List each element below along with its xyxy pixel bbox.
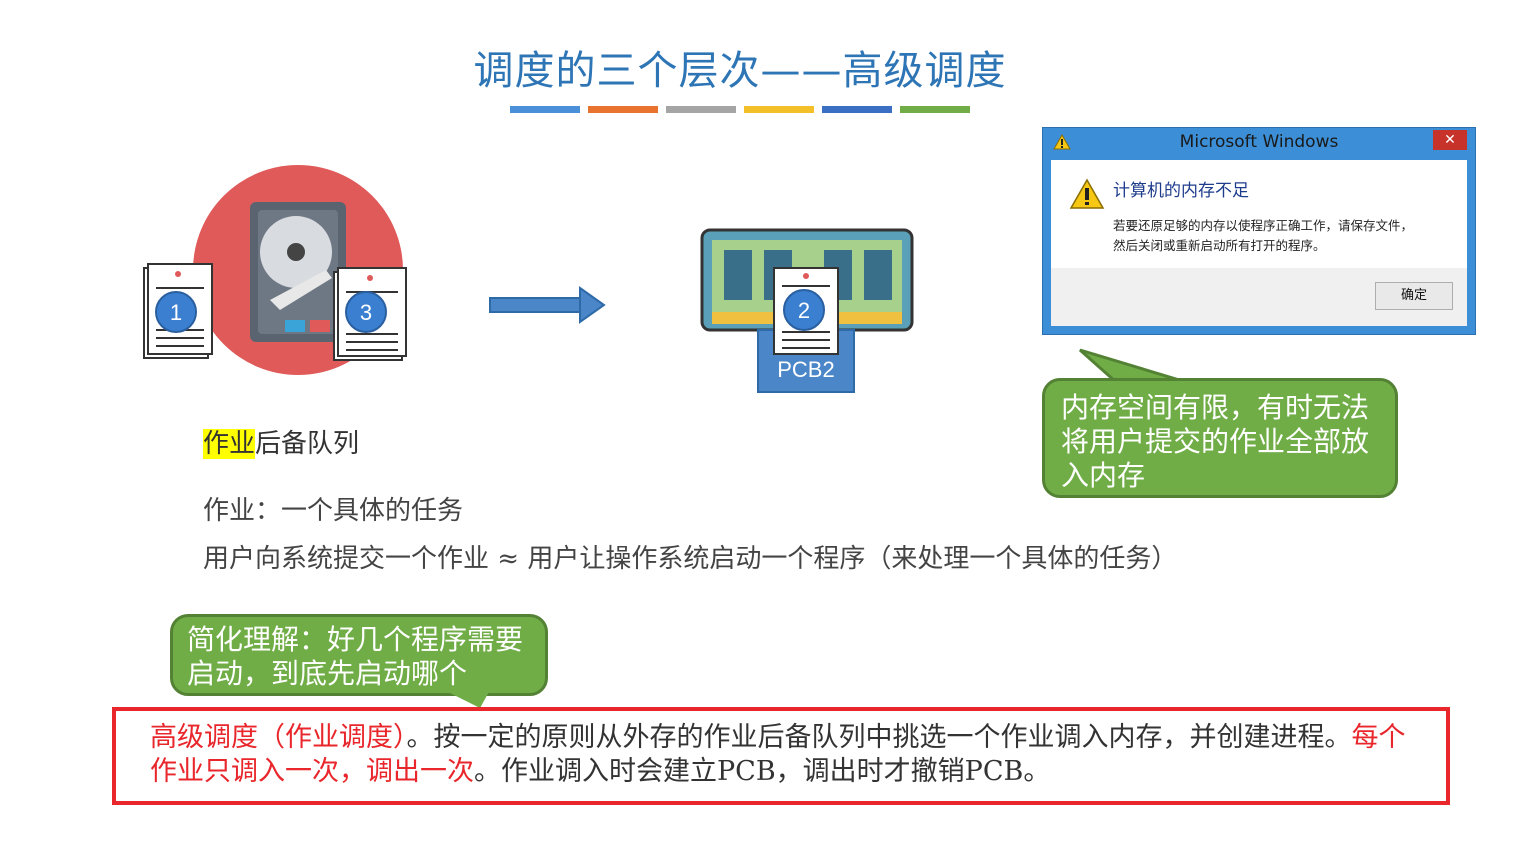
job-queue-label: 作业后备队列 [203,423,359,460]
user-submit-line: 用户向系统提交一个作业 ≈ 用户让操作系统启动一个程序（来处理一个具体的任务） [203,544,1178,574]
dialog-heading: 计算机的内存不足 [1113,181,1249,201]
close-button[interactable]: ✕ [1433,130,1467,150]
pcb-label: PCB2 [777,357,834,382]
memory-warning-dialog: Microsoft Windows ✕ 计算机的内存不足 若要还原足够的内存以使… [1042,127,1476,335]
job-document-2-icon [773,267,839,355]
memory-limit-bubble: 内存空间有限，有时无法将用户提交的作业全部放入内存 [1042,378,1398,498]
title-bar [588,106,658,113]
slide-title: 调度的三个层次——高级调度 [473,48,1007,94]
memory-illustration: PCB2 2 [700,228,914,393]
title-bar [510,106,580,113]
dialog-footer: 确定 [1051,268,1467,326]
dialog-message: 若要还原足够的内存以使程序正确工作，请保存文件， 然后关闭或重新启动所有打开的程… [1113,216,1463,256]
dialog-body: 计算机的内存不足 若要还原足够的内存以使程序正确工作，请保存文件， 然后关闭或重… [1051,160,1467,326]
job-definition: 作业：一个具体的任务 [203,496,464,526]
simplified-explanation-bubble: 简化理解：好几个程序需要启动，到底先启动哪个 [170,614,548,696]
warning-icon [1053,134,1071,150]
job-number-2: 2 [798,298,810,323]
definition-text: 。按一定的原则从外存的作业后备队列中挑选一个作业调入内存，并创建进程。 [406,722,1352,753]
dialog-message-line: 若要还原足够的内存以使程序正确工作，请保存文件， [1113,218,1414,233]
title-bar [666,106,736,113]
definition-emphasis: 每个作业只调入一次，调出一次 [150,722,1406,787]
title-bar [900,106,970,113]
title-color-bars [510,106,970,113]
warning-icon [1069,178,1105,209]
job-document-1-icon [143,263,213,359]
title-bar [822,106,892,113]
definition-text: 。作业调入时会建立PCB，调出时才撤销PCB。 [474,756,1051,787]
ok-button[interactable]: 确定 [1375,282,1453,310]
high-level-scheduling-definition: 高级调度（作业调度）。按一定的原则从外存的作业后备队列中挑选一个作业调入内存，并… [112,707,1450,805]
disk-illustration: 1 3 [143,165,407,375]
right-arrow-icon [489,286,606,324]
job-queue-rest: 后备队列 [255,429,360,459]
job-highlight: 作业 [203,429,256,459]
definition-emphasis: 高级调度（作业调度） [150,722,407,753]
dialog-message-line: 然后关闭或重新启动所有打开的程序。 [1113,238,1326,253]
job-number-3: 3 [360,300,372,325]
job-number-1: 1 [170,300,182,325]
dialog-title: Microsoft Windows [1179,132,1339,152]
job-document-3-icon [333,267,407,361]
title-bar [744,106,814,113]
bubble-pointer [444,690,490,708]
